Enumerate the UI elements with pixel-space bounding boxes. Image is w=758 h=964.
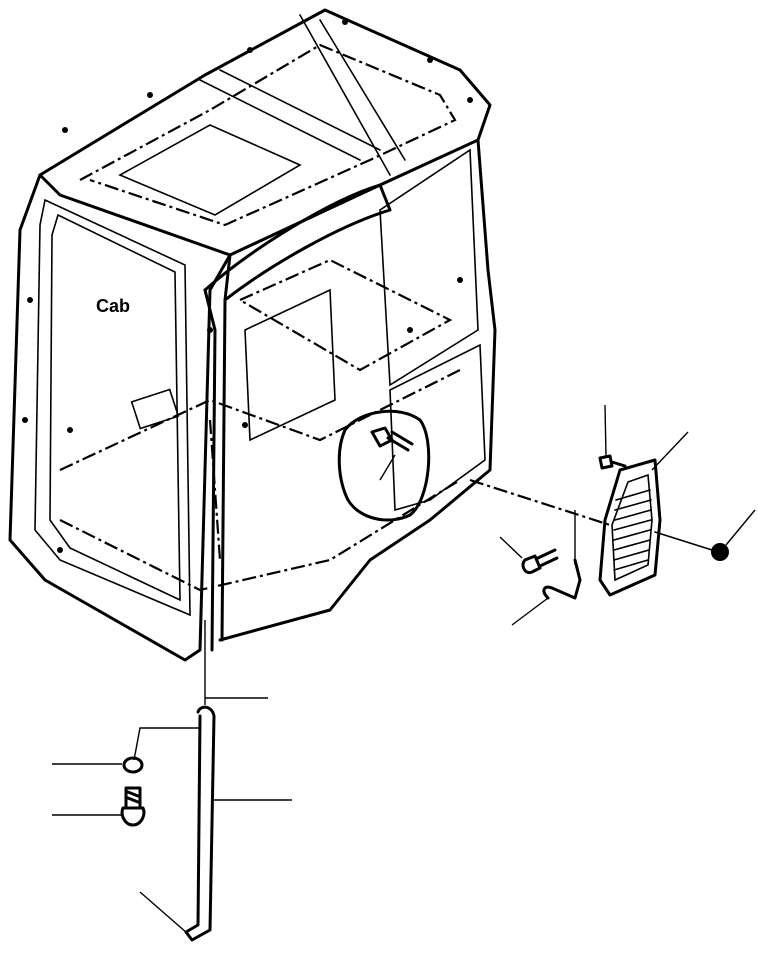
- grille-leader: [651, 431, 689, 471]
- knob-axis: [654, 531, 713, 551]
- roof-rib: [199, 69, 381, 161]
- mirror-bolt-icon: [370, 426, 414, 452]
- rear-panel: [244, 288, 336, 442]
- cab-mid-frame: [237, 258, 453, 372]
- knob-leader: [725, 509, 756, 546]
- grille-clip-icon: [542, 558, 582, 600]
- stay-rod-assembly: [52, 620, 292, 942]
- cab-floor-outline: [59, 369, 461, 592]
- grille-bolt-icon: [521, 548, 559, 575]
- right-side-panel: [389, 343, 486, 512]
- left-window-inner: [49, 213, 181, 602]
- stay-rod: [184, 705, 216, 942]
- washer-icon: [122, 756, 144, 774]
- cab-roof-inner: [79, 43, 457, 227]
- grille-clip-leader: [511, 597, 549, 626]
- vent-grille-assembly: [469, 404, 756, 626]
- left-window-frame: [34, 198, 191, 617]
- knob-icon: [711, 543, 729, 561]
- bolt-icon: [120, 786, 146, 827]
- grille-slats: [613, 489, 652, 571]
- mirror-plate: [337, 409, 431, 522]
- grille-screw-icon: [598, 454, 627, 470]
- cab-label: Cab: [96, 296, 130, 316]
- mirror-bolt-leader: [379, 454, 396, 481]
- front-beam: [203, 183, 392, 302]
- vent-grille-frame: [611, 473, 653, 582]
- rod-end-leader: [139, 891, 188, 934]
- grille-bolt-leader: [499, 536, 523, 559]
- right-window-frame: [379, 148, 479, 387]
- vent-grille: [598, 458, 662, 597]
- roof-window: [118, 124, 302, 216]
- control-box: [130, 388, 180, 430]
- side-mirror: [337, 409, 431, 522]
- rod-connector: [133, 727, 200, 761]
- cab-frame: [8, 8, 497, 662]
- frame-bolts: [22, 19, 473, 553]
- cab-left-side: [8, 173, 232, 662]
- grille-screw-leader: [604, 404, 607, 457]
- grille-alignment-line: [469, 478, 611, 527]
- cab-roof: [38, 8, 492, 257]
- cab-right-side: [218, 138, 497, 642]
